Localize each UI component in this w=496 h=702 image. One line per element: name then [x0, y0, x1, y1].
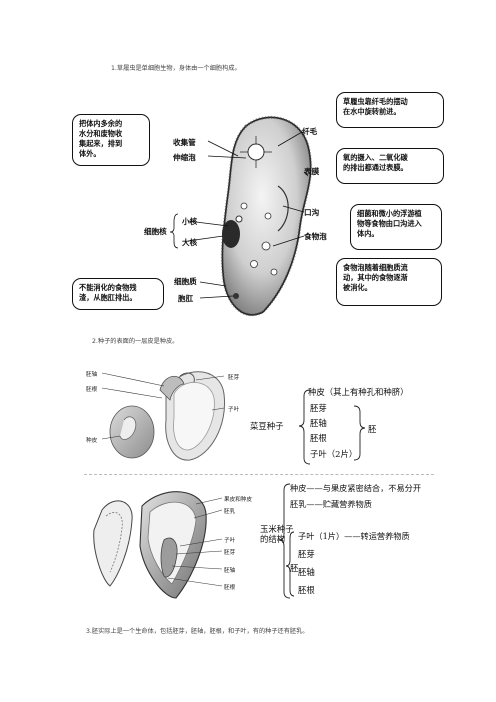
label-corn-hypocotyl: 胚轴	[224, 568, 236, 574]
bubble-pellicle-function: 氧的摄入、二氧化碳 的排出都通过表膜。	[336, 148, 444, 184]
caption-embryo: 3.胚实际上是一个生命体，包括胚芽，胚轴，胚根，和子叶，有的种子还有胚乳。	[86, 628, 309, 635]
bubble-cilia-function: 草履虫靠纤毛的摆动 在水中旋转前进。	[336, 92, 444, 128]
corn-seed-illustration	[93, 491, 223, 599]
bean-tree-item-hypocotyl: 胚轴	[310, 418, 327, 428]
corn-tree-item-radicle: 胚根	[298, 585, 315, 595]
bean-tree-brackets	[298, 389, 366, 465]
label-oral-groove: 口沟	[304, 208, 320, 217]
bubble-food-vacuole-function: 食物泡随着细胞质流 动，其中的食物逐渐 被消化。	[336, 258, 442, 306]
bubble-oral-groove-function: 细菌和微小的浮游植 物等食物由口沟进入 体内。	[350, 204, 442, 250]
label-food-vacuole: 食物泡	[304, 232, 327, 241]
label-bean-cotyledon: 子叶	[228, 407, 240, 413]
bean-tree-embryo: 胚	[368, 424, 377, 434]
paramecium-figure: 把体内多余的 水分和废物收 集起来，排到 体外。 不能消化的食物残 渣，从胞肛排…	[72, 86, 444, 322]
label-contractile-vacuole: 伸缩泡	[173, 153, 196, 162]
corn-tree-root: 玉米种子 的结构	[260, 524, 294, 544]
bean-tree-item-cotyledon: 子叶（2片）	[310, 449, 358, 459]
label-macronucleus: 大核	[182, 238, 198, 247]
label-bean-radicle: 胚根	[86, 387, 98, 393]
label-corn-plumule: 胚芽	[224, 550, 236, 556]
corn-tree-embryo: 胚	[290, 563, 299, 573]
label-corn-radicle: 胚根	[224, 585, 236, 591]
bubble-anal-pore-function: 不能消化的食物残 渣，从胞肛排出。	[72, 278, 164, 310]
corn-tree-endosperm: 胚乳——贮藏营养物质	[290, 499, 372, 509]
bean-seed-figure: 胚轴 胚根 种皮 胚芽 子叶 菜豆种子 种皮（其上有种孔和种脐） 胚芽 胚轴 胚…	[84, 350, 436, 472]
label-anal-pore: 胞肛	[178, 294, 194, 303]
bean-tree-root: 菜豆种子	[250, 421, 284, 431]
label-bean-plumule: 胚芽	[228, 375, 240, 381]
bean-structure-tree: 菜豆种子 种皮（其上有种孔和种脐） 胚芽 胚轴 胚根 子叶（2片） 胚	[250, 386, 436, 468]
caption-paramecium: 1.草履虫是单细胞生物，身体由一个细胞构成。	[111, 65, 241, 72]
bean-seed-illustration	[101, 371, 226, 461]
corn-tree-item-plumule: 胚芽	[298, 549, 315, 559]
label-bean-seed-coat: 种皮	[86, 438, 98, 444]
label-corn-pericarp: 果皮和种皮	[224, 497, 252, 503]
bean-tree-item-plumule: 胚芽	[310, 403, 327, 413]
label-corn-endosperm: 胚乳	[224, 509, 236, 515]
corn-tree-brackets	[278, 483, 295, 599]
paramecium-illustration	[169, 115, 313, 317]
label-cilia: 纤毛	[302, 127, 318, 136]
corn-tree-cotyledon: 子叶（1片）——转运营养物质	[298, 531, 410, 541]
corn-seed-figure: 果皮和种皮 胚乳 子叶 胚芽 胚轴 胚根 玉米种子 的结构 种皮——与果皮紧密结…	[84, 480, 444, 604]
label-cytoplasm: 细胞质	[174, 277, 197, 286]
section-divider	[84, 474, 434, 475]
caption-seed-coat: 2.种子的表面的一层皮是种皮。	[92, 338, 179, 345]
corn-tree-item-hypocotyl: 胚轴	[298, 567, 315, 577]
label-bean-hypocotyl: 胚轴	[86, 372, 98, 378]
corn-tree-seed-coat: 种皮——与果皮紧密结合，不易分开	[290, 483, 422, 493]
label-collecting-canal: 收集管	[173, 138, 196, 147]
label-micronucleus: 小核	[182, 217, 198, 226]
label-corn-cotyledon: 子叶	[224, 538, 236, 544]
bean-tree-seed-coat: 种皮（其上有种孔和种脐）	[308, 387, 409, 397]
bean-tree-item-radicle: 胚根	[310, 433, 327, 443]
bubble-contractile-function: 把体内多余的 水分和废物收 集起来，排到 体外。	[72, 114, 150, 166]
label-nucleus: 细胞核	[144, 227, 167, 236]
label-pellicle: 表膜	[304, 167, 320, 176]
